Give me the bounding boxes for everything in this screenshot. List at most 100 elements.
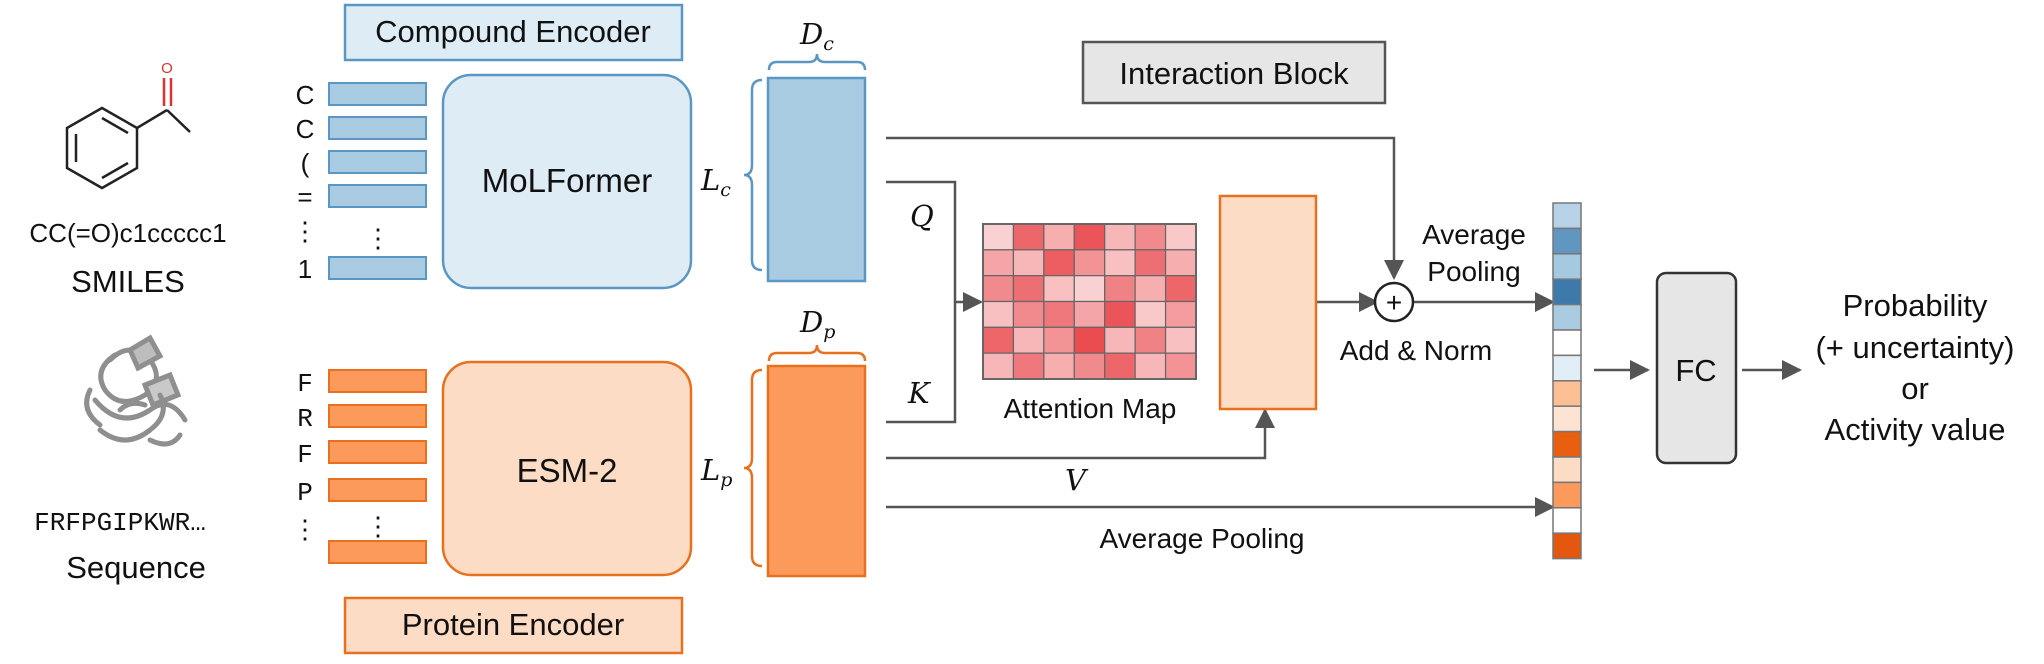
avg-pooling-bottom-label: Average Pooling <box>1100 523 1305 554</box>
vector-cell <box>1552 405 1582 433</box>
protein-token-label: R <box>297 404 313 434</box>
compound-token-ellipsis: ⋮ <box>365 223 391 253</box>
compound-length-brace <box>743 78 763 272</box>
attention-cell <box>1012 223 1045 251</box>
compound-token-label: C <box>296 80 315 110</box>
attention-cell <box>1134 352 1167 380</box>
compound-token-embedding <box>328 256 427 280</box>
fc-label: FC <box>1675 353 1716 388</box>
compound-token-label: ( <box>301 148 310 178</box>
v-arrow <box>886 408 1275 460</box>
protein-token-label: P <box>297 478 313 508</box>
attention-output-block <box>1218 194 1318 411</box>
attention-cell <box>1104 249 1136 277</box>
vector-cell <box>1552 507 1582 534</box>
add-norm-node <box>1373 281 1415 323</box>
compound-token-embedding <box>328 184 427 208</box>
protein-width-brace <box>767 344 867 362</box>
attention-cell <box>1164 300 1197 328</box>
smiles-label: SMILES <box>71 264 185 299</box>
oxygen-atom-label: O <box>161 60 173 77</box>
attention-cell <box>982 326 1015 354</box>
protein-structure-image <box>84 334 188 447</box>
avg-pooling-top-line2: Pooling <box>1427 256 1520 287</box>
compound-encoder-title-box <box>343 3 684 62</box>
avg-pooling-top-line1: Average <box>1422 219 1526 250</box>
vector-cell <box>1552 354 1582 382</box>
compound-width-label: Dc <box>799 17 834 55</box>
vector-cell <box>1552 380 1582 407</box>
output-line1: Probability <box>1843 288 1988 323</box>
vector-cell <box>1552 202 1582 230</box>
attention-cell <box>1043 223 1075 251</box>
k-label: K <box>907 376 932 410</box>
vector-cell <box>1552 278 1582 306</box>
compound-token-label: ⋮ <box>292 216 318 246</box>
attention-map-label: Attention Map <box>1004 393 1177 424</box>
compound-token-label: = <box>297 182 312 212</box>
vector-cell <box>1552 532 1582 560</box>
protein-token-embedding <box>328 440 427 464</box>
protein-token-label: F <box>297 440 313 470</box>
attention-cell <box>1104 223 1136 251</box>
attention-cell <box>1104 275 1136 303</box>
attention-cell <box>1012 326 1045 354</box>
vector-cell <box>1552 329 1582 357</box>
output-line4: Activity value <box>1825 412 2006 447</box>
attention-cell <box>1043 275 1075 303</box>
attention-cell <box>1043 300 1075 328</box>
attention-cell <box>1104 352 1136 380</box>
protein-token-embedding <box>328 478 427 502</box>
attention-cell <box>1073 352 1106 380</box>
protein-token-label: ⋮ <box>292 516 318 546</box>
plus-symbol: + <box>1386 287 1402 318</box>
compound-token-embedding <box>328 150 427 174</box>
attention-cell <box>1164 326 1197 354</box>
esm2-block <box>441 360 693 577</box>
protein-sequence: FRFPGIPKWR… <box>34 508 206 538</box>
molecule-structure: O <box>65 60 191 190</box>
compound-length-label: Lc <box>700 163 731 201</box>
protein-encoder-title: Protein Encoder <box>402 607 624 642</box>
attention-cell <box>1012 300 1045 328</box>
add-norm-label: Add & Norm <box>1340 335 1493 366</box>
protein-token-embedding <box>328 369 427 393</box>
vector-cell <box>1552 253 1582 280</box>
compound-token-list: CC(=⋮1 <box>292 80 427 284</box>
protein-token-list: FRFP⋮ <box>292 369 427 564</box>
attention-cell <box>982 352 1015 380</box>
attention-cell <box>1164 352 1197 380</box>
vector-cell <box>1552 456 1582 484</box>
molformer-label: MoLFormer <box>482 162 653 199</box>
attention-cell <box>1134 249 1167 277</box>
attention-cell <box>1104 326 1136 354</box>
concat-vector <box>1552 202 1582 560</box>
attention-cell <box>1164 223 1197 251</box>
protein-encoder-title-box <box>343 596 684 655</box>
vector-cell <box>1552 430 1582 458</box>
compound-token-embedding <box>328 116 427 140</box>
attention-cell <box>1134 326 1167 354</box>
compound-token-embedding <box>328 82 427 106</box>
vector-cell <box>1552 227 1582 255</box>
protein-token-label: F <box>297 369 313 399</box>
compound-width-brace <box>767 53 867 71</box>
attention-map-border <box>982 223 1197 380</box>
attention-cell <box>1073 223 1106 251</box>
esm2-label: ESM-2 <box>517 452 618 489</box>
interaction-block-title-box <box>1081 40 1387 105</box>
attention-cell <box>1164 249 1197 277</box>
attention-cell <box>1043 326 1075 354</box>
attention-cell <box>1073 326 1106 354</box>
attention-cell <box>1073 249 1106 277</box>
fc-layer <box>1655 271 1738 465</box>
compound-embedding <box>766 76 867 283</box>
attention-cell <box>982 249 1015 277</box>
interaction-block-title: Interaction Block <box>1119 56 1349 91</box>
sequence-label: Sequence <box>66 550 206 585</box>
v-label: V <box>1065 463 1089 497</box>
attention-cell <box>1043 352 1075 380</box>
flow-arrows <box>886 136 1802 517</box>
protein-token-embedding <box>328 540 427 564</box>
